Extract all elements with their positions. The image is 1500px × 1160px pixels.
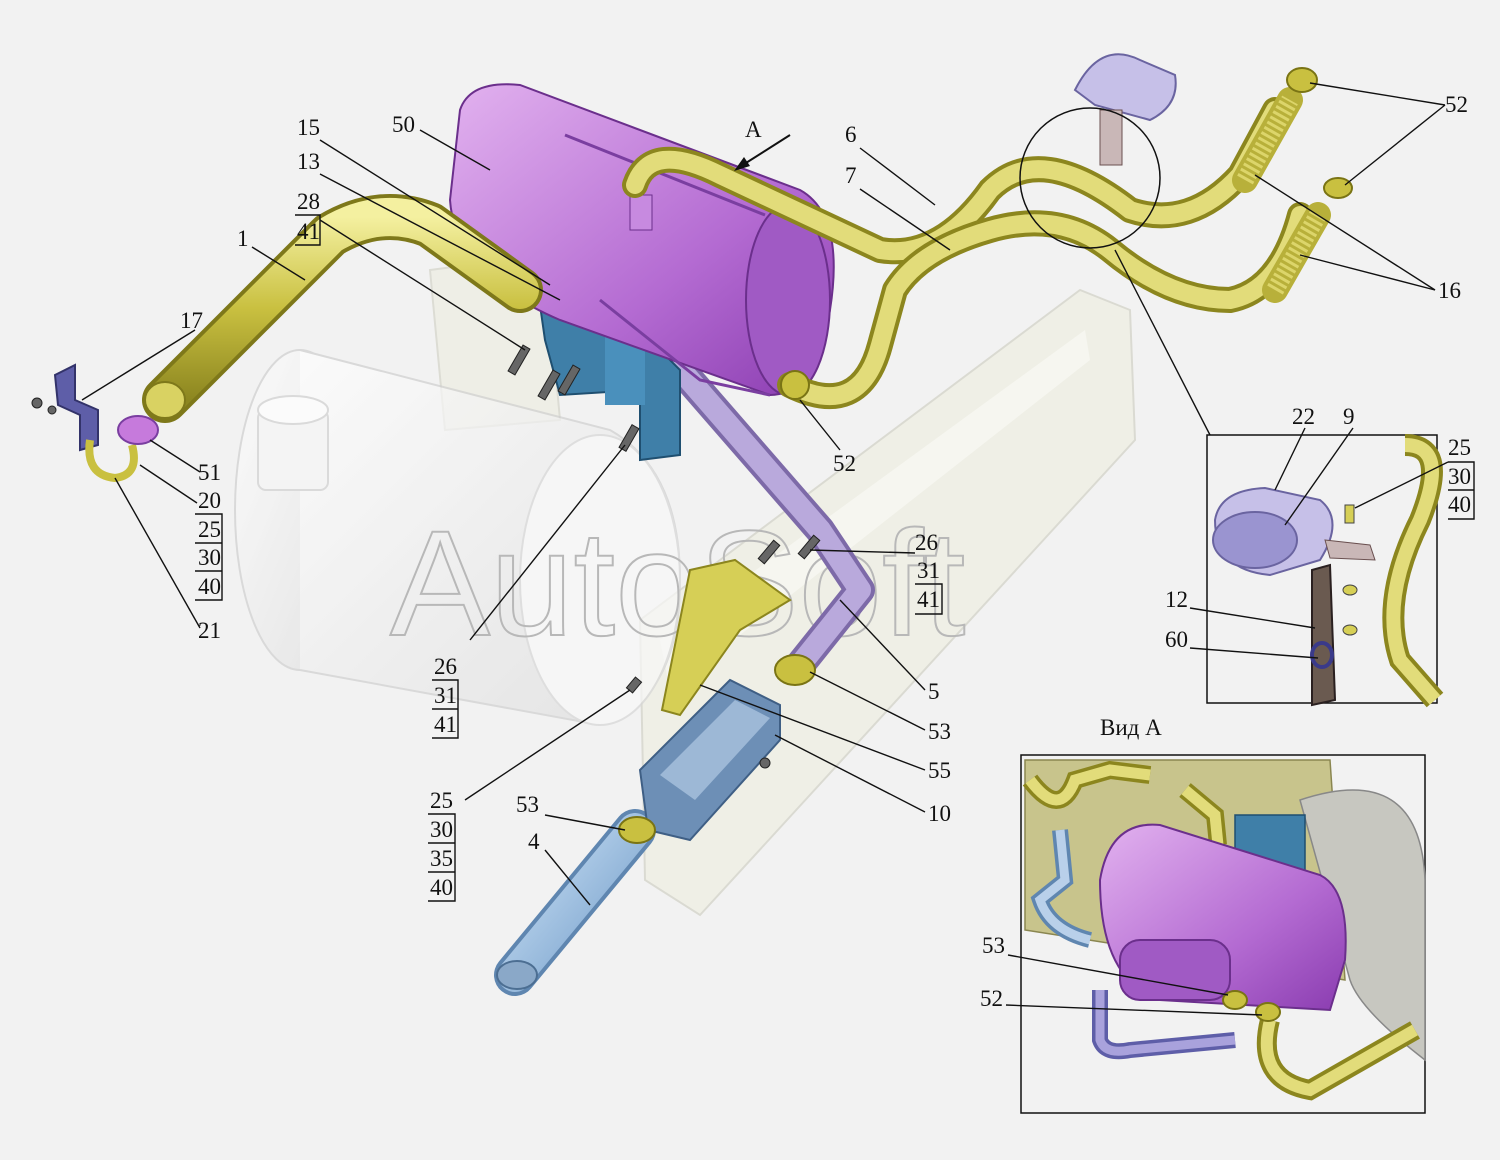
callout-50: 50: [392, 112, 415, 137]
callout-53a: 53: [928, 719, 951, 744]
callout-1: 1: [237, 226, 249, 251]
inlet-pipe-1: [142, 194, 543, 423]
hose-16-lower: [1262, 202, 1331, 303]
detail-callout-30: 30: [1448, 464, 1471, 489]
clamp-52-heater: [780, 370, 810, 400]
outlet-pipe-4: [494, 809, 656, 996]
detail-callout-60: 60: [1165, 627, 1188, 652]
callout-13: 13: [297, 149, 320, 174]
coolant-pipe-6: [622, 97, 1288, 265]
callout-31a: 31: [917, 558, 940, 583]
callout-26a: 26: [915, 530, 938, 555]
pipe-5: [605, 285, 875, 680]
detail-inset: 22 9 25 30 40 12 60: [1165, 404, 1475, 708]
bracket-12: [1311, 563, 1337, 707]
view-a-callout-52: 52: [980, 986, 1003, 1011]
callout-53b: 53: [516, 792, 539, 817]
fuel-tank: [234, 349, 682, 727]
bolts: [31, 344, 821, 769]
detail-callout-40: 40: [1448, 492, 1471, 517]
callout-28: 28: [297, 189, 320, 214]
detail-callout-22: 22: [1292, 404, 1315, 429]
detail-circle: [1019, 107, 1161, 249]
view-a-caption: Вид А: [1100, 715, 1162, 740]
washer-60: [1310, 641, 1334, 669]
callout-labels: 1 15 13 50 28 41 6 7 52 16 17 51 20 25 3…: [180, 92, 1468, 900]
callout-52b: 52: [833, 451, 856, 476]
view-arrow-label: A: [745, 117, 762, 142]
callout-52a: 52: [1445, 92, 1468, 117]
view-a-inset: 53 52: [980, 754, 1426, 1114]
callout-40a: 40: [198, 574, 221, 599]
callout-6: 6: [845, 122, 857, 147]
heater-view-a: [1098, 823, 1347, 1012]
callout-41b: 41: [917, 587, 940, 612]
callout-26b: 26: [434, 654, 457, 679]
pipe-support-22: [1073, 53, 1177, 166]
detail-callout-9: 9: [1343, 404, 1355, 429]
callout-55: 55: [928, 758, 951, 783]
callout-15: 15: [297, 115, 320, 140]
callout-brackets: [195, 214, 943, 902]
callout-17: 17: [180, 308, 203, 333]
detail-callout-25: 25: [1448, 435, 1471, 460]
callout-16: 16: [1438, 278, 1461, 303]
sleeve-51: [117, 415, 159, 445]
callout-4: 4: [528, 829, 540, 854]
detail-callout-12: 12: [1165, 587, 1188, 612]
view-a-callout-53: 53: [982, 933, 1005, 958]
clamp-53-lower: [618, 816, 656, 844]
callout-25b: 25: [430, 788, 453, 813]
callout-31b: 31: [434, 683, 457, 708]
callout-25a: 25: [198, 517, 221, 542]
bracket-17: [53, 363, 99, 452]
clamp-52-mid: [1323, 177, 1353, 199]
callout-51: 51: [198, 460, 221, 485]
pipe-clamp-22: [1212, 486, 1376, 577]
callout-10: 10: [928, 801, 951, 826]
hose-16-upper: [1232, 87, 1303, 193]
bracket-55: [660, 558, 792, 717]
coolant-pipe-7: [777, 202, 1313, 410]
clamp-52-top: [1286, 67, 1318, 93]
callout-30b: 30: [430, 817, 453, 842]
clamp-53-upper: [774, 654, 816, 686]
callout-5: 5: [928, 679, 940, 704]
callout-40b: 40: [430, 875, 453, 900]
callout-41a: 41: [297, 219, 320, 244]
callout-20: 20: [198, 488, 221, 513]
callout-7: 7: [845, 163, 857, 188]
callout-35: 35: [430, 846, 453, 871]
callout-21: 21: [198, 618, 221, 643]
callout-41c: 41: [434, 712, 457, 737]
leader-lines: [81, 82, 1446, 906]
callout-30a: 30: [198, 545, 221, 570]
